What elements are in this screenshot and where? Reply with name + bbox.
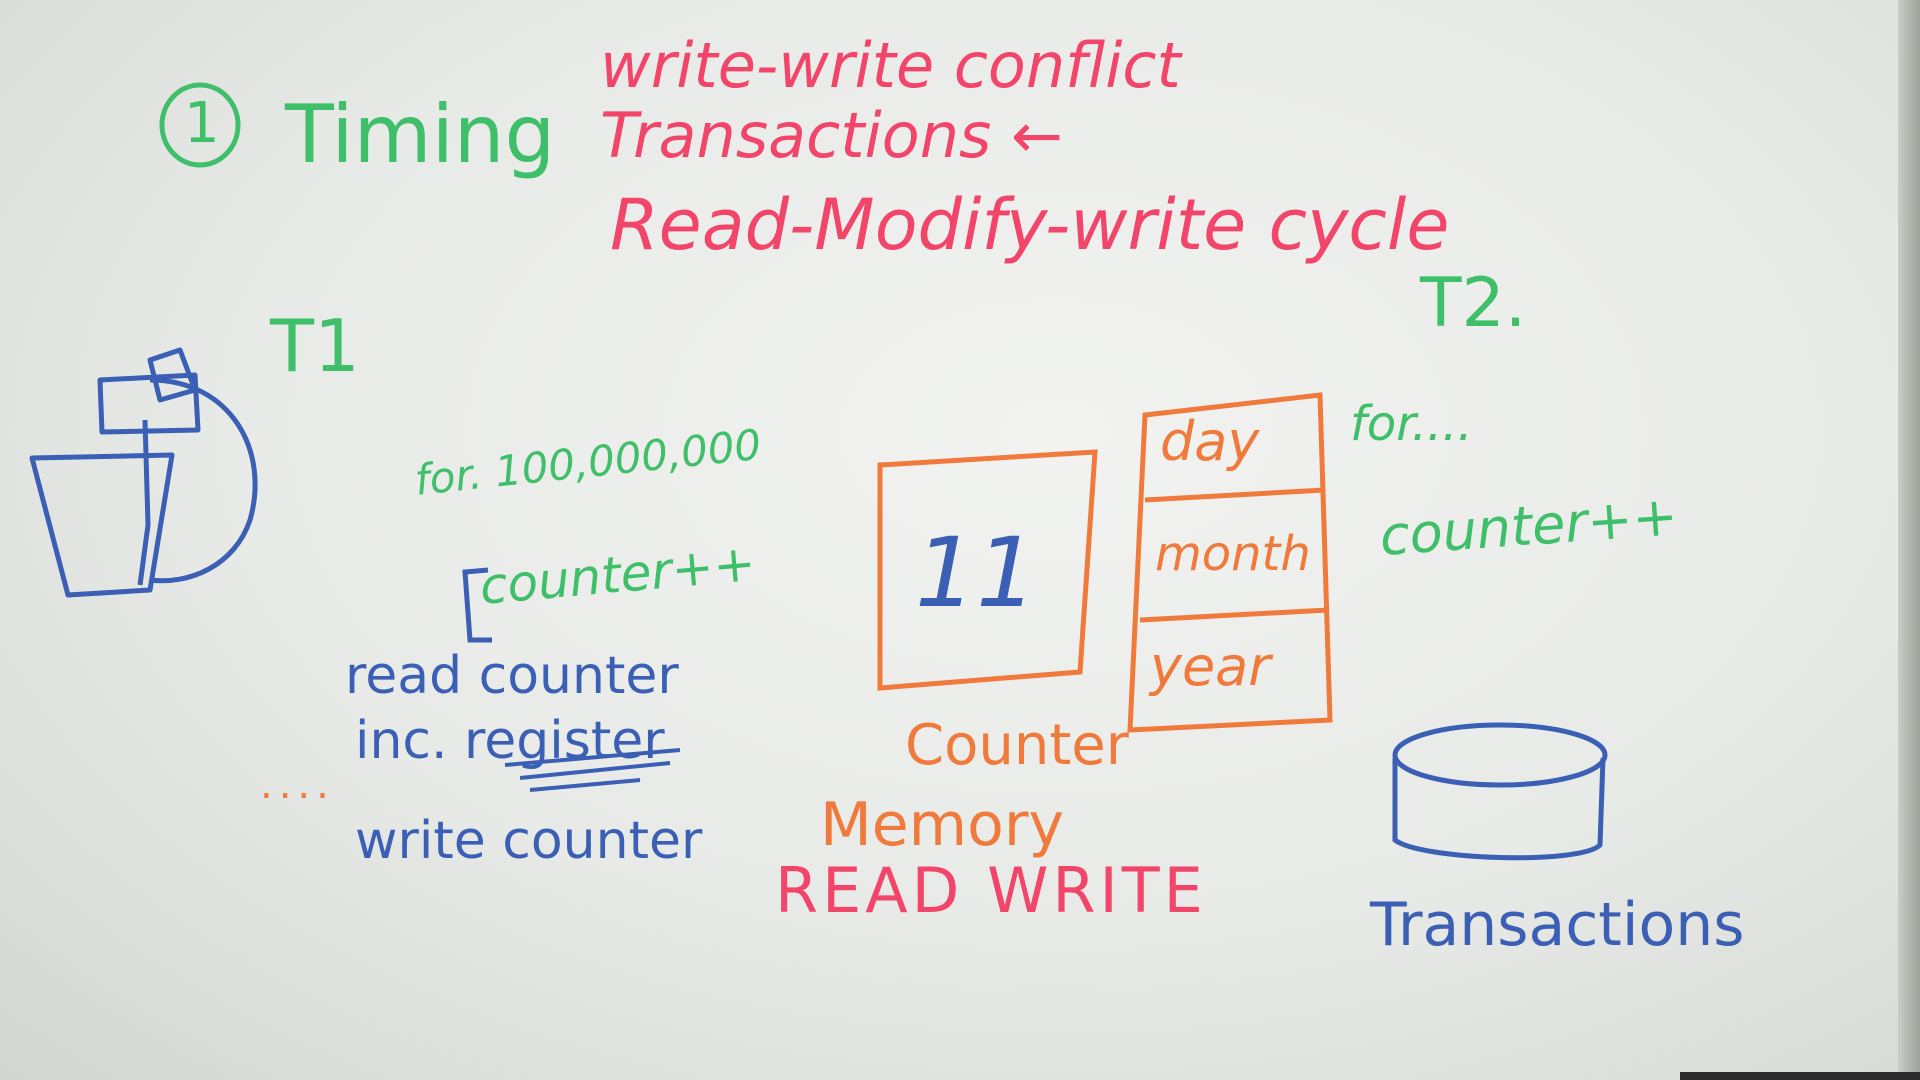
date-field-year: year [1150, 635, 1271, 698]
date-struct-box [1127, 392, 1333, 733]
date-field-day: day [1160, 410, 1260, 473]
t1-step-write: write counter [355, 811, 703, 871]
board-frame-right [1898, 0, 1920, 1080]
t1-step-read: read counter [345, 646, 679, 706]
topic-title: Timing [285, 88, 556, 181]
counter-label: Counter [905, 713, 1129, 778]
step-number: 1 [184, 91, 220, 156]
trash-can-icon [29, 347, 258, 598]
transactions-label: Transactions [1370, 890, 1745, 960]
register-underline [504, 748, 681, 792]
header-line-2: Transactions ← [600, 99, 1063, 172]
header-line-1: write-write conflict [600, 29, 1181, 102]
t1-label: T1 [270, 304, 360, 388]
bracket [462, 567, 492, 643]
header-line-3: Read-Modify-write cycle [610, 184, 1450, 266]
date-field-month: month [1155, 526, 1311, 582]
t1-dots: .... [260, 762, 335, 808]
number-circle [159, 82, 241, 168]
database-cylinder-icon [1392, 722, 1608, 861]
t1-step-inc: inc. register [355, 711, 665, 771]
t2-label: T2. [1420, 264, 1527, 343]
memory-value: 11 [915, 517, 1038, 629]
board-tray [1680, 1072, 1920, 1080]
memory-box [877, 449, 1098, 691]
t2-loop: for.... [1350, 396, 1473, 452]
read-write-label: READ WRITE [775, 854, 1207, 927]
memory-label: Memory [820, 790, 1065, 860]
